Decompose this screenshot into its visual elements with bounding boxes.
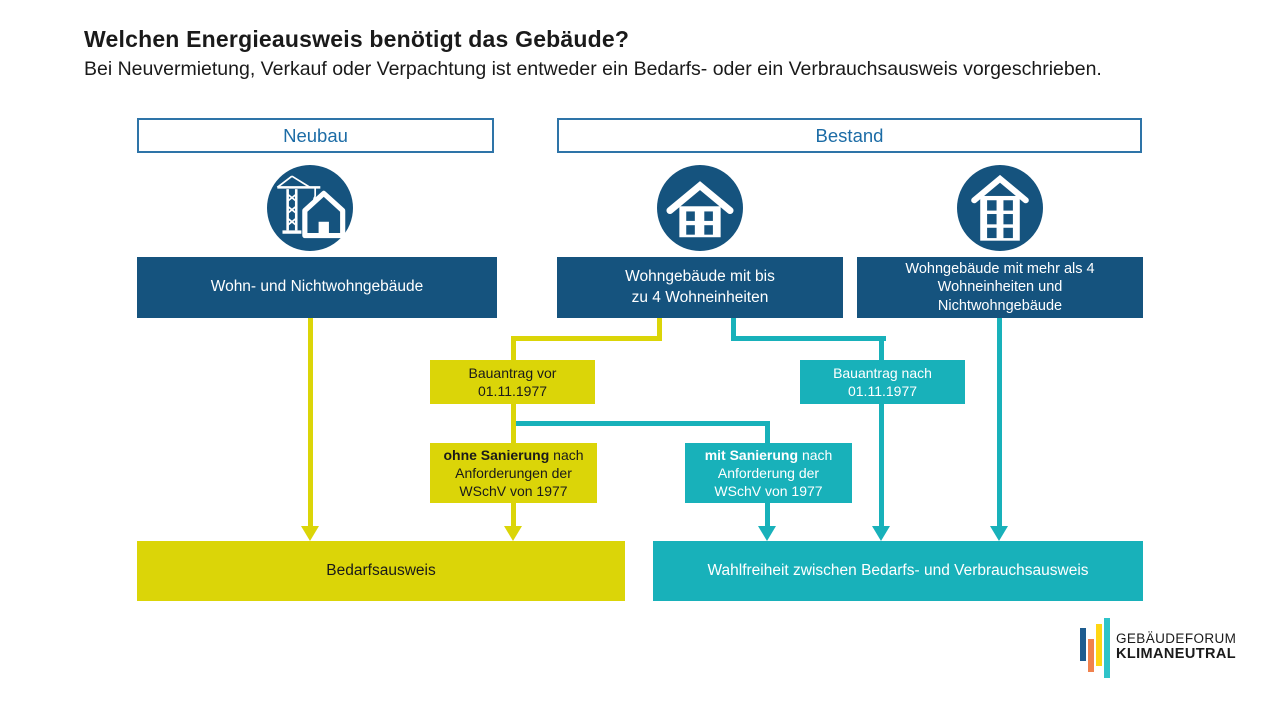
connector-bauantrag-nach-to-wahlfreiheit <box>879 404 884 528</box>
node-mit-sanierung: mit Sanierung nach Anforderung der WSchV… <box>685 443 852 503</box>
page-title: Welchen Energieausweis benötigt das Gebä… <box>84 26 630 52</box>
logo-text-klimaneutral: KLIMANEUTRAL <box>1116 646 1236 662</box>
connector-bis4-down-right <box>731 318 736 341</box>
page-subtitle: Bei Neuvermietung, Verkauf oder Verpacht… <box>84 58 1102 80</box>
node-bauantrag-nach: Bauantrag nach 01.11.1977 <box>800 360 965 404</box>
category-header-bestand-label: Bestand <box>815 124 884 146</box>
category-header-bestand: Bestand <box>557 118 1142 153</box>
logo-bar-yellow <box>1096 624 1102 666</box>
construction-crane-house-icon <box>267 165 353 251</box>
node-wohngebaeude-mehr-4: Wohngebäude mit mehr als 4 Wohneinheiten… <box>857 257 1143 318</box>
arrowhead-mehr4-wahlfreiheit <box>990 526 1008 541</box>
connector-bis4-down-left <box>657 318 662 341</box>
connector-branch-mit-sanierung <box>516 421 770 426</box>
connector-bauantrag-vor-to-ohne <box>511 404 516 443</box>
logo-bar-orange <box>1088 639 1094 672</box>
arrowhead-bauantrag-nach-wahlfreiheit <box>872 526 890 541</box>
connector-into-bauantrag-vor <box>511 336 516 360</box>
connector-into-bauantrag-nach <box>879 336 884 360</box>
arrowhead-mit-wahlfreiheit <box>758 526 776 541</box>
arrowhead-neubau-bedarfsausweis <box>301 526 319 541</box>
node-wohn-nichtwohngebaeude: Wohn- und Nichtwohngebäude <box>137 257 497 318</box>
logo-bar-teal <box>1104 618 1110 678</box>
node-wahlfreiheit: Wahlfreiheit zwischen Bedarfs- und Verbr… <box>653 541 1143 601</box>
connector-mit-to-wahlfreiheit <box>765 503 770 528</box>
node-wohngebaeude-bis-4: Wohngebäude mit bis zu 4 Wohneinheiten <box>557 257 843 318</box>
logo-bar-blue <box>1080 628 1086 661</box>
connector-mehr4-down <box>997 318 1002 528</box>
building-many-units-icon <box>957 165 1043 251</box>
connector-neubau-down <box>308 318 313 528</box>
node-bauantrag-vor: Bauantrag vor 01.11.1977 <box>430 360 595 404</box>
node-bedarfsausweis: Bedarfsausweis <box>137 541 625 601</box>
category-header-neubau-label: Neubau <box>283 124 348 146</box>
arrowhead-ohne-bedarfsausweis <box>504 526 522 541</box>
connector-ohne-to-bedarfsausweis <box>511 503 516 528</box>
category-header-neubau: Neubau <box>137 118 494 153</box>
logo-text-gebaeudeforum: GEBÄUDEFORUM <box>1116 631 1237 646</box>
connector-bis4-horizontal-right <box>731 336 886 341</box>
connector-into-mit-sanierung <box>765 421 770 443</box>
node-ohne-sanierung: ohne Sanierung nach Anforderungen der WS… <box>430 443 597 503</box>
house-four-units-icon <box>657 165 743 251</box>
connector-bis4-horizontal-left <box>511 336 662 341</box>
